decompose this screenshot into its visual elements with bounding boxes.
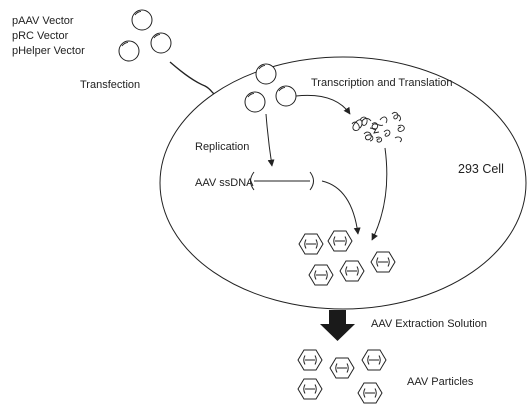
plasmid-outside-3 xyxy=(118,40,140,62)
legend-pRC-vector: pRC Vector xyxy=(12,30,69,42)
label-transfection: Transfection xyxy=(80,79,140,91)
label-aav-particles: AAV Particles xyxy=(407,376,474,388)
protein-tangle-icon xyxy=(351,111,405,143)
cell-outline xyxy=(159,56,527,310)
plasmid-inside-3 xyxy=(275,85,297,107)
legend-pHelper-vector: pHelper Vector xyxy=(12,45,85,57)
label-extraction-solution: AAV Extraction Solution xyxy=(371,318,487,330)
legend-pAAV-vector: pAAV Vector xyxy=(12,15,74,27)
capsid-particle-4 xyxy=(297,378,323,400)
label-transcription-translation: Transcription and Translation xyxy=(311,77,452,89)
replication-arrow xyxy=(265,113,275,167)
capsid-particle-1 xyxy=(297,349,323,371)
transcription-arrow xyxy=(295,94,351,115)
capsid-particle-2 xyxy=(329,357,355,379)
plasmid-outside-1 xyxy=(131,9,153,31)
extraction-arrow xyxy=(320,310,355,341)
plasmid-inside-1 xyxy=(255,63,277,85)
plasmid-inside-2 xyxy=(244,91,266,113)
protein-to-capsid-arrow xyxy=(371,147,388,241)
ssdna-molecule-icon xyxy=(250,171,314,191)
capsid-particle-3 xyxy=(361,349,387,371)
capsid-particle-5 xyxy=(357,382,383,404)
plasmid-outside-2 xyxy=(150,32,172,54)
label-aav-ssdna: AAV ssDNA xyxy=(195,177,254,189)
label-replication: Replication xyxy=(195,141,249,153)
ssdna-to-capsid-arrow xyxy=(321,180,361,235)
label-293-cell: 293 Cell xyxy=(458,162,504,176)
